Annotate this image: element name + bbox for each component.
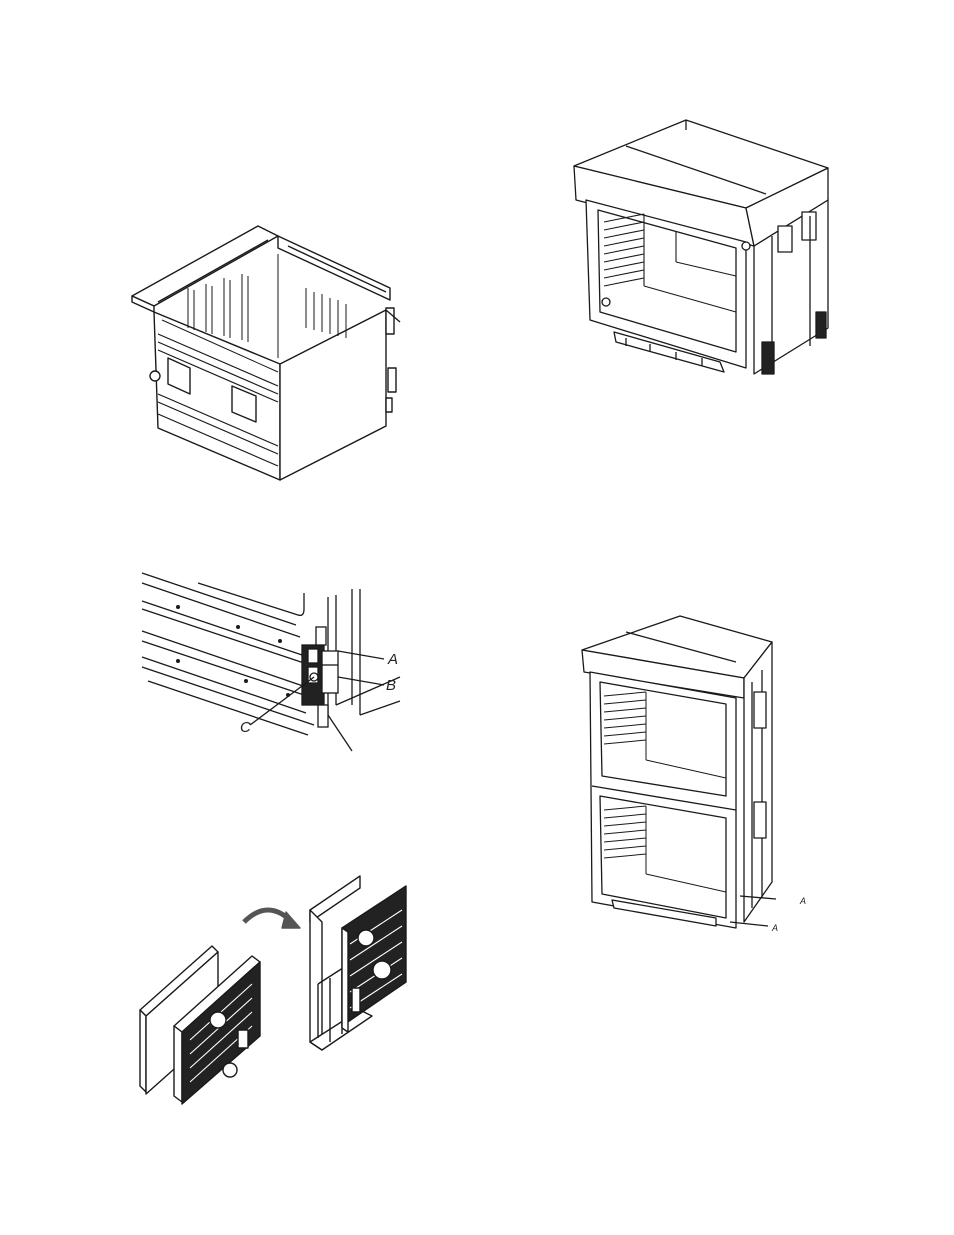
double-wall-oven-drawing: [581, 615, 776, 929]
callout-a-label: A: [388, 651, 399, 668]
oven-chassis-drawing: [131, 225, 401, 481]
callout-b-label: B: [386, 677, 397, 694]
double-wall-oven-figure: A A: [576, 612, 806, 938]
single-wall-oven-drawing: [573, 119, 829, 375]
hinge-bracket-figure: A B C: [138, 565, 402, 755]
hinge-bracket-drawing: [141, 572, 401, 752]
insulation-block-drawing: [139, 875, 407, 1105]
insulation-block-figure: [134, 870, 414, 1106]
callout-a-upper-label: A: [800, 896, 807, 906]
callout-a-lower-label: A: [772, 923, 779, 933]
oven-chassis-figure: [128, 218, 408, 488]
callout-c-label: C: [240, 719, 251, 736]
single-wall-oven-figure: [566, 116, 836, 386]
